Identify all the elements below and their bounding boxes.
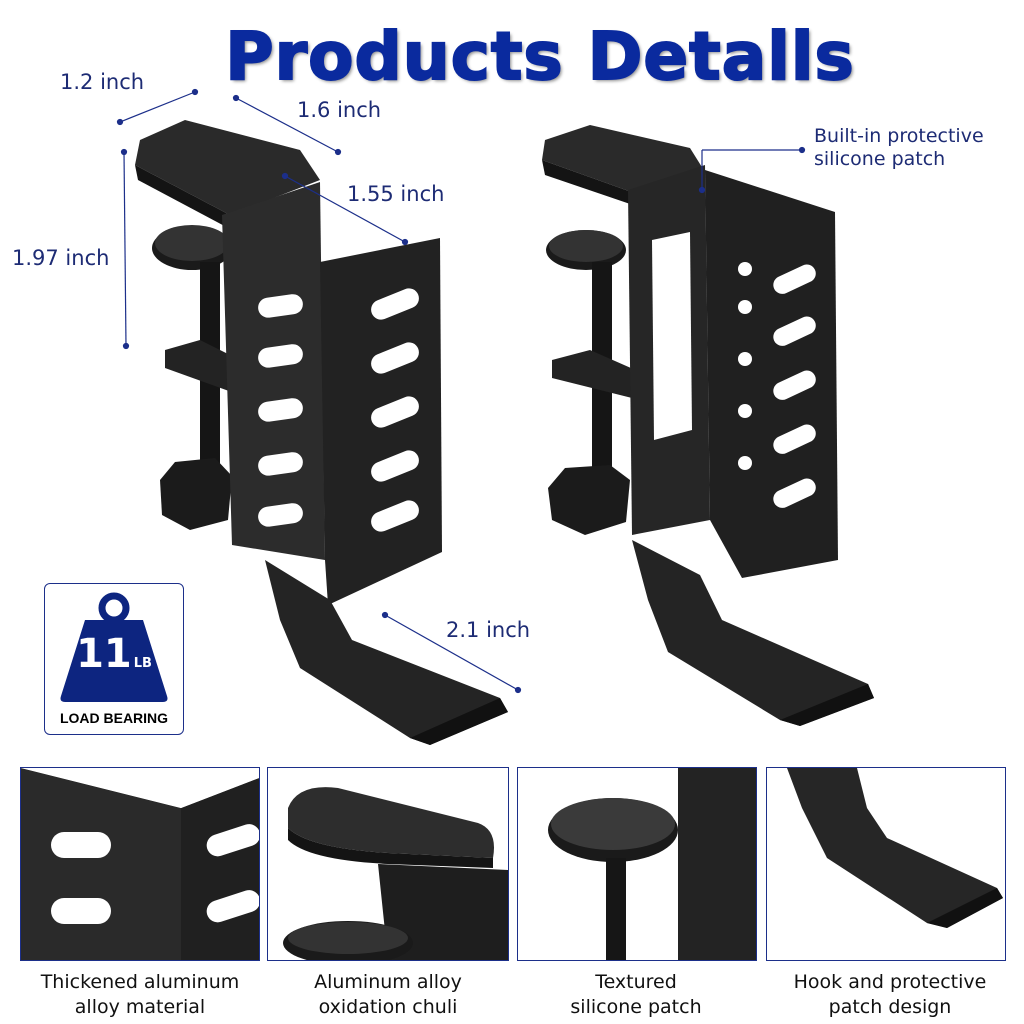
hook-detail-image <box>787 768 1003 928</box>
right-product-image <box>542 125 874 726</box>
feature-caption-material: Thickened aluminum alloy material <box>40 971 240 1018</box>
depth-dimension-label: 1.6 inch <box>297 98 382 122</box>
left-product-image <box>135 120 508 745</box>
feature-tile-textured <box>517 767 757 961</box>
feature-tile-material <box>20 767 260 961</box>
load-unit: LB <box>133 656 152 671</box>
callout-line-1: Built-in protective <box>814 125 984 147</box>
weight-icon <box>60 592 168 702</box>
load-caption: LOAD BEARING <box>59 710 169 726</box>
feature-tile-hook <box>766 767 1006 961</box>
callout-leader <box>698 146 806 194</box>
page-title: Products Detalls <box>224 17 855 96</box>
feature-caption-textured: Textured silicone patch <box>570 971 702 1018</box>
product-illustrations <box>116 88 874 745</box>
hook-dimension-label: 2.1 inch <box>446 618 531 642</box>
silicone-patch-callout: Built-in protective silicone patch <box>814 125 984 171</box>
material-detail-image <box>21 768 259 960</box>
textured-patch-detail-image <box>548 768 756 960</box>
callout-line-2: silicone patch <box>814 148 946 170</box>
feature-caption-hook: Hook and protective patch design <box>793 971 987 1018</box>
height-dimension-label: 1.97 inch <box>12 246 110 270</box>
feature-caption-oxidation: Aluminum alloy oxidation chuli <box>314 971 462 1018</box>
dimension-lines <box>116 88 522 694</box>
oxidation-detail-image <box>283 787 508 960</box>
width-dimension-label: 1.2 inch <box>60 70 145 94</box>
feature-tile-oxidation <box>267 767 509 961</box>
slot-dimension-label: 1.55 inch <box>347 182 445 206</box>
